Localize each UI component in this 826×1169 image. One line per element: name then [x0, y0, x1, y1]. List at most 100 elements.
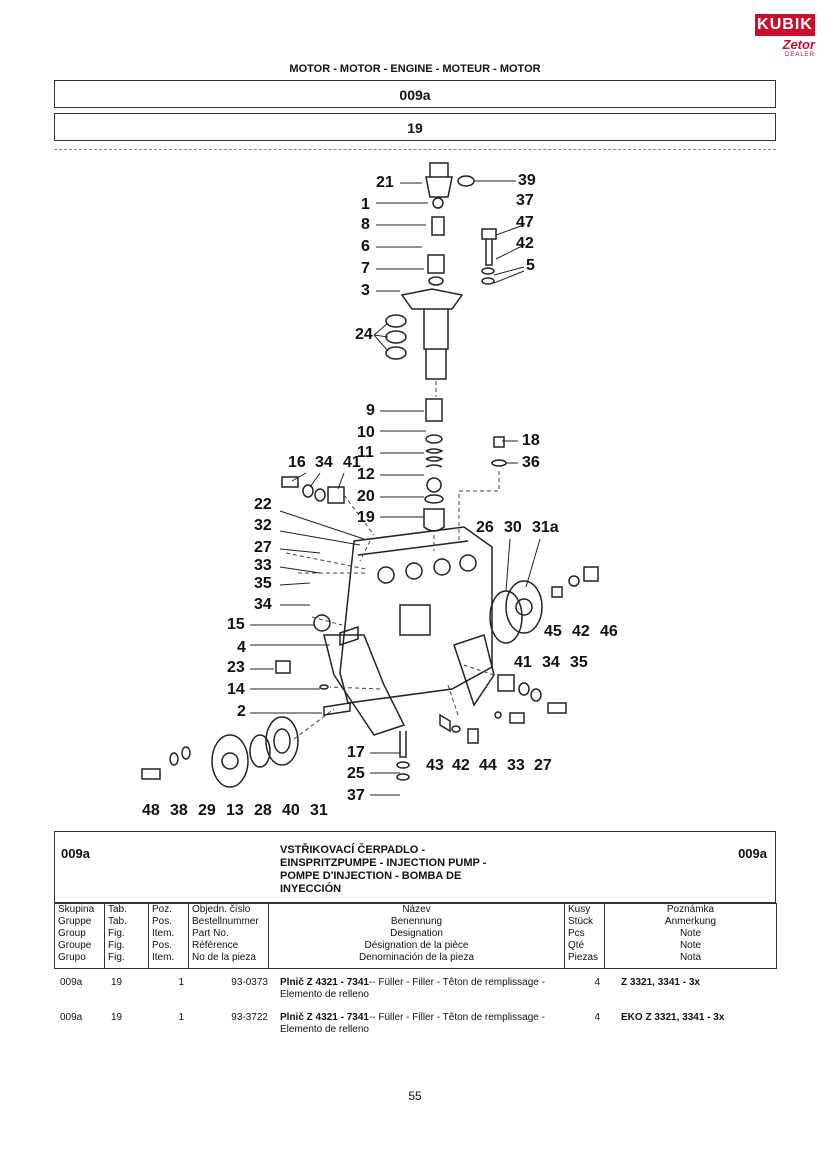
logo-sub: Zetor: [782, 37, 816, 52]
callout-42-b: 42: [572, 623, 590, 640]
callout-33-b: 33: [507, 757, 525, 774]
callout-42: 42: [516, 235, 534, 252]
callout-21: 21: [376, 174, 394, 191]
group-code-box: 009a: [54, 80, 776, 108]
desc-line: POMPE D'INJECTION - BOMBA DE: [280, 870, 462, 882]
callout-41: 41: [343, 454, 361, 471]
callout-32: 32: [254, 517, 272, 534]
callout-27-b: 27: [534, 757, 552, 774]
col-tab: Tab.Tab.Fig.Fig.Fig.: [104, 903, 149, 969]
col-poz: Poz.Pos.Item.Pos.Item.: [148, 903, 189, 969]
callout-18: 18: [522, 432, 540, 449]
table-row: 009a 19 1 93-3722 Plnič Z 4321 - 7341-- …: [54, 1012, 776, 1042]
desc-line: INYECCIÓN: [280, 883, 342, 895]
callout-33: 33: [254, 557, 272, 574]
row-qty: 4: [594, 977, 600, 988]
logo-brand: KUBIK: [755, 14, 815, 36]
row-part-number: 93-3722: [231, 1012, 268, 1023]
callout-9: 9: [366, 402, 375, 419]
callout-2: 2: [237, 703, 246, 720]
callout-11: 11: [357, 444, 374, 461]
part-group-header: 009a VSTŘIKOVACÍ ČERPADLO - EINSPRITZPUM…: [54, 831, 776, 903]
callout-4: 4: [237, 639, 246, 656]
page-number: 55: [408, 1089, 422, 1103]
callout-3: 3: [361, 282, 370, 299]
callout-28: 28: [254, 802, 272, 819]
kubik-zetor-logo: KUBIK Zetor DEALER: [755, 14, 815, 60]
callout-19: 19: [357, 509, 375, 526]
callout-6: 6: [361, 238, 370, 255]
callout-10: 10: [357, 424, 375, 441]
callout-22: 22: [254, 496, 272, 513]
callout-46: 46: [600, 623, 618, 640]
callout-34: 34: [315, 454, 333, 471]
callout-16: 16: [288, 454, 306, 471]
callout-37-b: 37: [347, 787, 365, 804]
desc-line: EINSPRITZPUMPE - INJECTION PUMP -: [280, 857, 487, 869]
desc-line: VSTŘIKOVACÍ ČERPADLO -: [280, 844, 426, 856]
callout-24: 24: [355, 326, 373, 343]
callout-35-b: 35: [570, 654, 588, 671]
callout-15: 15: [227, 616, 245, 633]
pump-drawing: [141, 162, 599, 796]
callout-13: 13: [226, 802, 244, 819]
callout-43: 43: [426, 757, 444, 774]
callout-31: 31: [310, 802, 328, 819]
group-description: VSTŘIKOVACÍ ČERPADLO - EINSPRITZPUMPE - …: [280, 844, 560, 896]
callout-26: 26: [476, 519, 494, 536]
callout-42-c: 42: [452, 757, 470, 774]
callout-31a: 31a: [532, 519, 559, 536]
callout-47: 47: [516, 214, 534, 231]
callout-34-b: 34: [254, 596, 272, 613]
callout-12: 12: [357, 466, 375, 483]
callout-35: 35: [254, 575, 272, 592]
callout-20: 20: [357, 488, 375, 505]
callout-45: 45: [544, 623, 562, 640]
group-code-right: 009a: [738, 846, 767, 861]
row-note: EKO Z 3321, 3341 - 3x: [621, 1012, 725, 1023]
callout-25: 25: [347, 765, 365, 782]
callout-37: 37: [516, 192, 534, 209]
callout-8: 8: [361, 216, 370, 233]
callout-48: 48: [142, 802, 160, 819]
row-pos: 1: [178, 977, 184, 988]
row-fig: 19: [111, 1012, 123, 1023]
callout-27: 27: [254, 539, 272, 556]
row-name: Plnič Z 4321 - 7341-- Füller - Filler - …: [280, 977, 545, 1000]
figure-number-box: 19: [54, 113, 776, 141]
exploded-parts-diagram: 21 39 1 37 8 47 6 42 7 5 3 24 9 10 18 11…: [54, 155, 776, 825]
callout-39: 39: [518, 172, 536, 189]
callout-38: 38: [170, 802, 188, 819]
row-pos: 1: [178, 1012, 184, 1023]
callout-17: 17: [347, 744, 365, 761]
row-group: 009a: [60, 977, 83, 988]
callout-5: 5: [526, 257, 535, 274]
callout-1: 1: [361, 196, 370, 213]
logo-tag: DEALER: [785, 52, 816, 58]
callout-14: 14: [227, 681, 245, 698]
callout-7: 7: [361, 260, 370, 277]
callout-30: 30: [504, 519, 522, 536]
row-qty: 4: [594, 1012, 600, 1023]
row-part-number: 93-0373: [231, 977, 268, 988]
callout-36: 36: [522, 454, 540, 471]
row-group: 009a: [60, 1012, 83, 1023]
row-name: Plnič Z 4321 - 7341-- Füller - Filler - …: [280, 1012, 545, 1035]
row-fig: 19: [111, 977, 123, 988]
callout-44: 44: [479, 757, 497, 774]
group-code-left: 009a: [61, 846, 90, 861]
callout-29: 29: [198, 802, 216, 819]
callout-34-c: 34: [542, 654, 560, 671]
section-title: MOTOR - MOTOR - ENGINE - MOTEUR - MOTOR: [289, 63, 541, 75]
callout-40: 40: [282, 802, 300, 819]
callout-23: 23: [227, 659, 245, 676]
row-note: Z 3321, 3341 - 3x: [621, 977, 700, 988]
callout-41-b: 41: [514, 654, 532, 671]
divider: [54, 149, 776, 150]
